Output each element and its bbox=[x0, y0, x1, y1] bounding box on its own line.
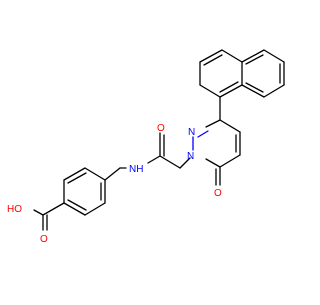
n-ring-1-label: N bbox=[188, 127, 195, 138]
carboxylic-acid bbox=[33, 202, 65, 231]
o-ring-label: O bbox=[214, 188, 222, 199]
o-acid-carbonyl-label: O bbox=[40, 234, 48, 245]
nh-label: NH bbox=[129, 164, 143, 175]
molecule-canvas: HO O NH O N N O bbox=[7, 49, 285, 245]
oh-label: HO bbox=[7, 204, 22, 215]
pyridazinone-ring bbox=[192, 119, 241, 186]
naphthalene-ring-outer bbox=[241, 49, 285, 98]
n-ring-2-label: N bbox=[187, 151, 194, 162]
o-amide-label: O bbox=[157, 123, 165, 134]
benzene-ring bbox=[63, 167, 106, 216]
naphthalene-ring-inner bbox=[199, 49, 243, 98]
structure-drawing: HO O NH O N N O bbox=[7, 49, 285, 245]
acetamide-linker bbox=[104, 132, 191, 181]
